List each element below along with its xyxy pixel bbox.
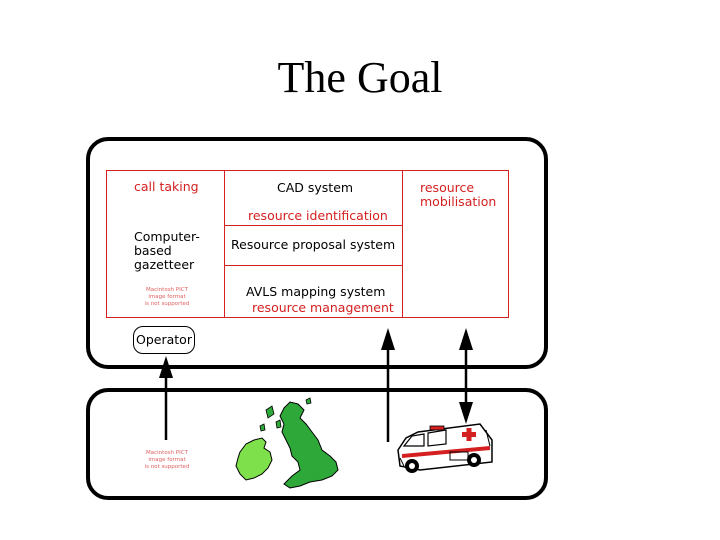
cad-system-label: CAD system <box>277 180 354 195</box>
pict-placeholder-upper: Macintosh PICT image format is not suppo… <box>144 287 190 307</box>
pict-placeholder-lower: Macintosh PICT image format is not suppo… <box>144 450 190 470</box>
arrow-to-resource-management <box>381 328 395 442</box>
arrow-mobilisation-ambulance <box>459 328 473 424</box>
resource-mobilisation-label: resource mobilisation <box>420 180 497 209</box>
resource-proposal-box <box>224 225 403 266</box>
arrow-to-operator <box>159 356 173 440</box>
resource-identification-label: resource identification <box>248 208 388 223</box>
british-isles-map-icon <box>235 397 339 489</box>
operator-box: Operator <box>133 326 195 354</box>
gazetteer-label: Computer- based gazetteer <box>134 229 200 272</box>
page-title: The Goal <box>277 53 443 102</box>
avls-mapping-label: AVLS mapping system <box>246 284 386 299</box>
ambulance-icon <box>397 423 493 473</box>
resource-proposal-label: Resource proposal system <box>231 237 396 252</box>
resource-management-label: resource management <box>252 300 394 315</box>
call-taking-label: call taking <box>134 179 199 194</box>
